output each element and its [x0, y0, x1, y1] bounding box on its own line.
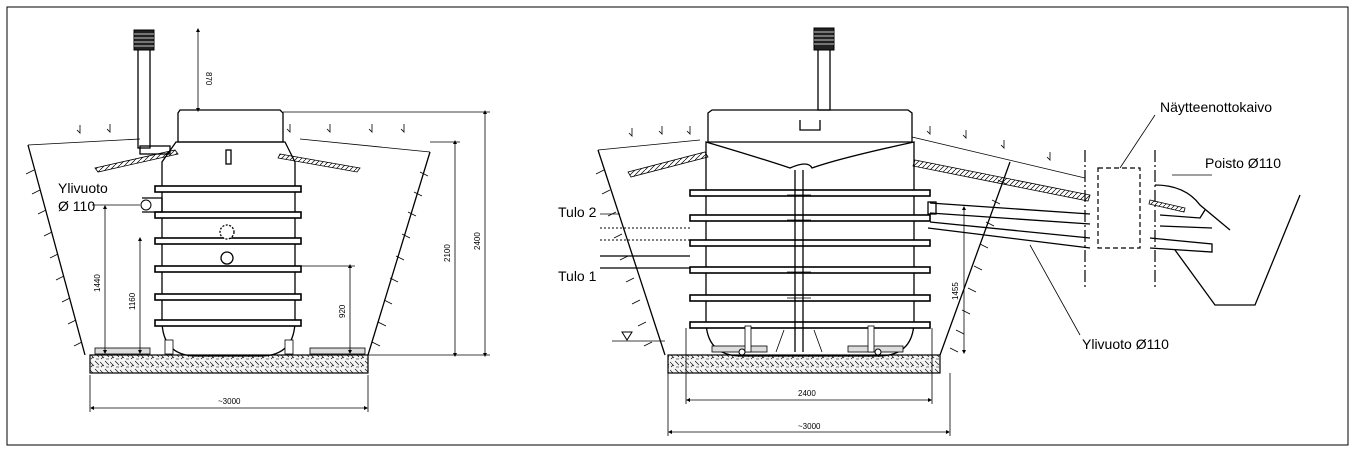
left-insulation-left [94, 149, 179, 173]
right-pit-walls [597, 149, 1011, 356]
left-dim-2400: 2400 [473, 232, 482, 250]
right-overflow-label: Ylivuoto Ø110 [1082, 336, 1169, 352]
left-vent-joint [139, 145, 171, 155]
right-dimension-lines [667, 206, 966, 436]
right-gravel-base [667, 354, 941, 374]
right-view: Tulo 2 Tulo 1 Näytteenottokaivo Poisto Ø… [558, 27, 1301, 436]
left-dim-920: 920 [338, 304, 347, 318]
right-vent-pipe [817, 47, 831, 111]
right-dim-2400: 2400 [798, 389, 816, 398]
left-ground-line [27, 138, 431, 153]
right-sampling-well [1097, 167, 1141, 249]
left-dim-2100: 2100 [443, 244, 452, 262]
right-tank-lid [707, 109, 913, 143]
right-outlet-pipe [927, 201, 1213, 229]
right-inlet-1-label: Tulo 1 [558, 268, 597, 284]
left-dim-1440: 1440 [93, 274, 102, 292]
left-dim-870: 870 [204, 72, 213, 86]
right-central-standpipe [775, 170, 823, 353]
vent-cap-icon [813, 27, 835, 51]
right-ditch [1154, 184, 1301, 306]
right-insulation-right [912, 159, 1091, 202]
right-dim-width: ~3000 [798, 422, 821, 431]
left-overflow-label-2: Ø 110 [58, 198, 95, 214]
left-dim-width: ~3000 [218, 397, 241, 406]
right-sampling-well-label: Näytteenottokaivo [1160, 99, 1272, 115]
right-overflow-pipe [927, 221, 1213, 253]
right-ground-line [597, 136, 1086, 179]
right-insulation-left [627, 151, 709, 178]
frame-border [6, 6, 1349, 446]
left-view: Ylivuoto Ø 110 870 1440 1160 920 2100 24… [25, 28, 490, 412]
left-earth-hatching [25, 124, 429, 347]
left-outlet-port [220, 251, 234, 265]
right-dim-1455: 1455 [951, 282, 960, 300]
right-anchor-feet [711, 325, 904, 356]
vent-cap-icon [133, 29, 155, 51]
left-insulation-right [277, 153, 361, 173]
right-well-centerlines [1084, 150, 1156, 290]
right-inlet-1-pipe [600, 255, 690, 269]
right-sampling-well-leader [1119, 114, 1156, 169]
water-level-triangle-icon [612, 331, 665, 342]
right-inlet-2-label: Tulo 2 [558, 204, 597, 220]
left-tank-spout [225, 149, 232, 165]
left-inlet-port [219, 224, 235, 240]
left-dim-1160: 1160 [128, 292, 137, 310]
left-anchor-feet [94, 339, 366, 355]
right-inlet-2-pipe [600, 227, 690, 241]
right-earth-hatching [595, 126, 1051, 353]
left-overflow-pipe [142, 197, 163, 213]
left-tank-lid [177, 109, 284, 143]
left-tank-ribs [154, 185, 302, 327]
right-insulation-far [1148, 199, 1186, 213]
left-dimension-lines [89, 28, 490, 412]
right-overflow-leader [1029, 244, 1081, 336]
left-vent-pipe [137, 47, 151, 149]
right-tank-ribs [689, 189, 931, 329]
left-overflow-label-1: Ylivuoto [58, 180, 108, 196]
right-lid-handle [799, 120, 821, 131]
left-overflow-fitting [140, 199, 152, 211]
right-tank-body [705, 141, 915, 357]
left-gravel-base [89, 354, 369, 374]
right-outlet-label: Poisto Ø110 [1205, 155, 1281, 171]
